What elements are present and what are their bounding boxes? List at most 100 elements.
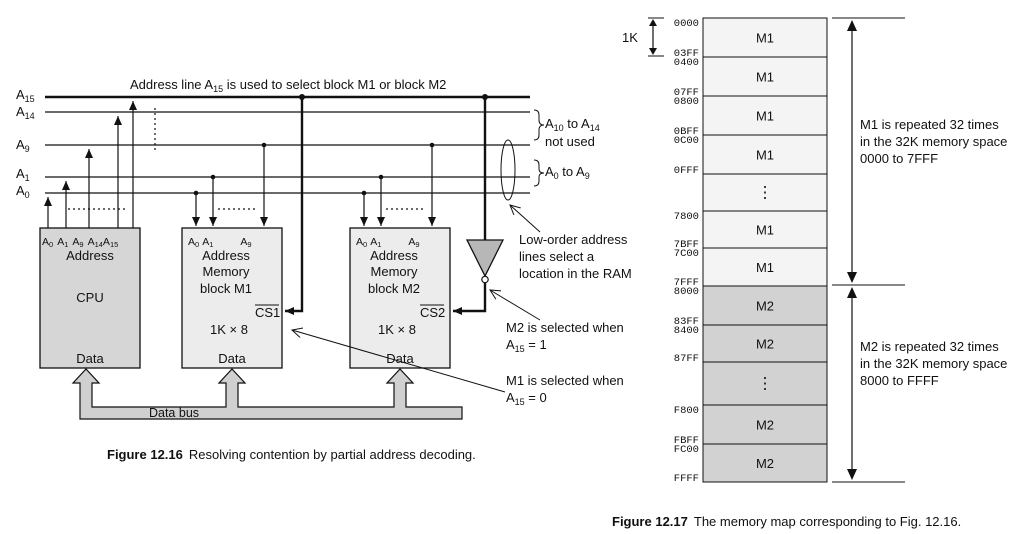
address-start-label: 0C00 [674,135,699,147]
memory-cell [702,443,828,483]
address-start-label: 7800 [674,211,699,223]
one-k-label: 1K [622,30,638,45]
m1-note-1: M1 is repeated 32 times [860,117,999,132]
memory-cell [702,404,828,445]
memory-cell-label: ⋮ [757,376,773,393]
memory-cell [702,210,828,249]
memory-block-m1 [181,227,283,369]
address-lines [45,95,530,194]
address-start-label: 0400 [674,57,699,69]
line-label-a14: A14 [16,104,35,121]
m1-connections [192,145,268,226]
address-start-label: FC00 [674,444,699,456]
address-end-label: 0BFF [674,126,699,138]
address-line-note: Address line A15 is used to select block… [130,77,446,94]
address-end-label: 83FF [674,316,699,328]
memory-cell-label: ⋮ [757,185,773,202]
address-start-label: 8400 [674,325,699,337]
m1-chip-select: CS1 [255,305,280,320]
m1-note-2: in the 32K memory space [860,134,1007,149]
m2-line1: Address [370,248,418,263]
cpu-connections [44,101,137,228]
memory-cell [702,134,828,175]
m2-connections [360,145,436,226]
address-end-label: 0FFF [674,165,699,177]
memory-cell-label: M1 [756,70,774,85]
figure-12-17: 1K M1000003FFM1040007FFM108000BFFM10C000… [612,17,1007,529]
memory-cell [702,173,828,212]
inverter-gate [465,239,505,278]
data-bus-label: Data bus [149,406,199,420]
address-start-label: 7C00 [674,248,699,260]
address-end-label: 7FFF [674,277,699,289]
brace-a10-a14 [533,109,545,141]
inverter-to-cs2 [453,283,487,315]
note-low-order-2: lines select a [519,249,595,264]
address-end-label: FBFF [674,435,699,447]
leader-m1 [292,330,506,393]
m2-chip-select: CS2 [420,305,445,320]
m2-size: 1K × 8 [378,322,416,337]
memory-cell [702,285,828,326]
brace-top-label: A10 to A14 [545,116,600,133]
m1-line1: Address [202,248,250,263]
memory-cell-label: M2 [756,456,774,471]
data-bus [71,368,463,420]
figure-12-16: Address line A15 is used to select block… [16,77,632,462]
brace-bottom-label: A0 to A9 [545,164,590,181]
m1-line2: Memory [203,264,250,279]
line-labels: A15 A14 A9 A1 A0 [16,87,35,200]
memory-cell-label: M2 [756,337,774,352]
note-low-order-3: location in the RAM [519,266,632,281]
memory-cell-label: M1 [756,31,774,46]
m2-note-1: M2 is repeated 32 times [860,339,999,354]
m2-data-label: Data [386,351,414,366]
note-m1-line2: A15 = 0 [506,390,547,407]
address-end-label: FFFF [674,473,699,485]
memory-cell [702,324,828,363]
m1-note-3: 0000 to 7FFF [860,151,938,166]
m2-note-2: in the 32K memory space [860,356,1007,371]
m2-line2: Memory [371,264,418,279]
memory-cell-label: M1 [756,109,774,124]
memory-cell-label: M1 [756,260,774,275]
line-label-a15: A15 [16,87,35,104]
address-end-label: 07FF [674,87,699,99]
line-label-a0: A0 [16,183,30,200]
brace-a0-a9 [533,159,545,187]
address-end-label: 87FF [674,353,699,365]
memory-cell [702,247,828,287]
cpu-name: CPU [76,290,103,305]
memory-cell-label: M2 [756,299,774,314]
leader-m2 [490,290,541,321]
note-m1-line1: M1 is selected when [506,373,624,388]
address-start-label: 0800 [674,96,699,108]
m1-data-label: Data [218,351,246,366]
m2-line3: block M2 [368,281,420,296]
memory-cell-label: M2 [756,418,774,433]
note-m2-line2: A15 = 1 [506,337,547,354]
memory-cell [702,17,828,58]
inverter-bubble [481,275,489,284]
line-label-a9: A9 [16,137,30,154]
m2-note-3: 8000 to FFFF [860,373,939,388]
cpu-block [39,227,141,369]
address-end-label: 7BFF [674,239,699,251]
memory-cell [702,361,828,406]
note-m2-line1: M2 is selected when [506,320,624,335]
low-order-ellipse [500,139,516,201]
address-start-label: F800 [674,405,699,417]
address-end-label: 03FF [674,48,699,60]
address-start-label: 8000 [674,286,699,298]
memory-cell-label: M1 [756,223,774,238]
line-label-a1: A1 [16,166,30,183]
memory-cell [702,95,828,136]
brace-top-note: not used [545,134,595,149]
m1-line3: block M1 [200,281,252,296]
